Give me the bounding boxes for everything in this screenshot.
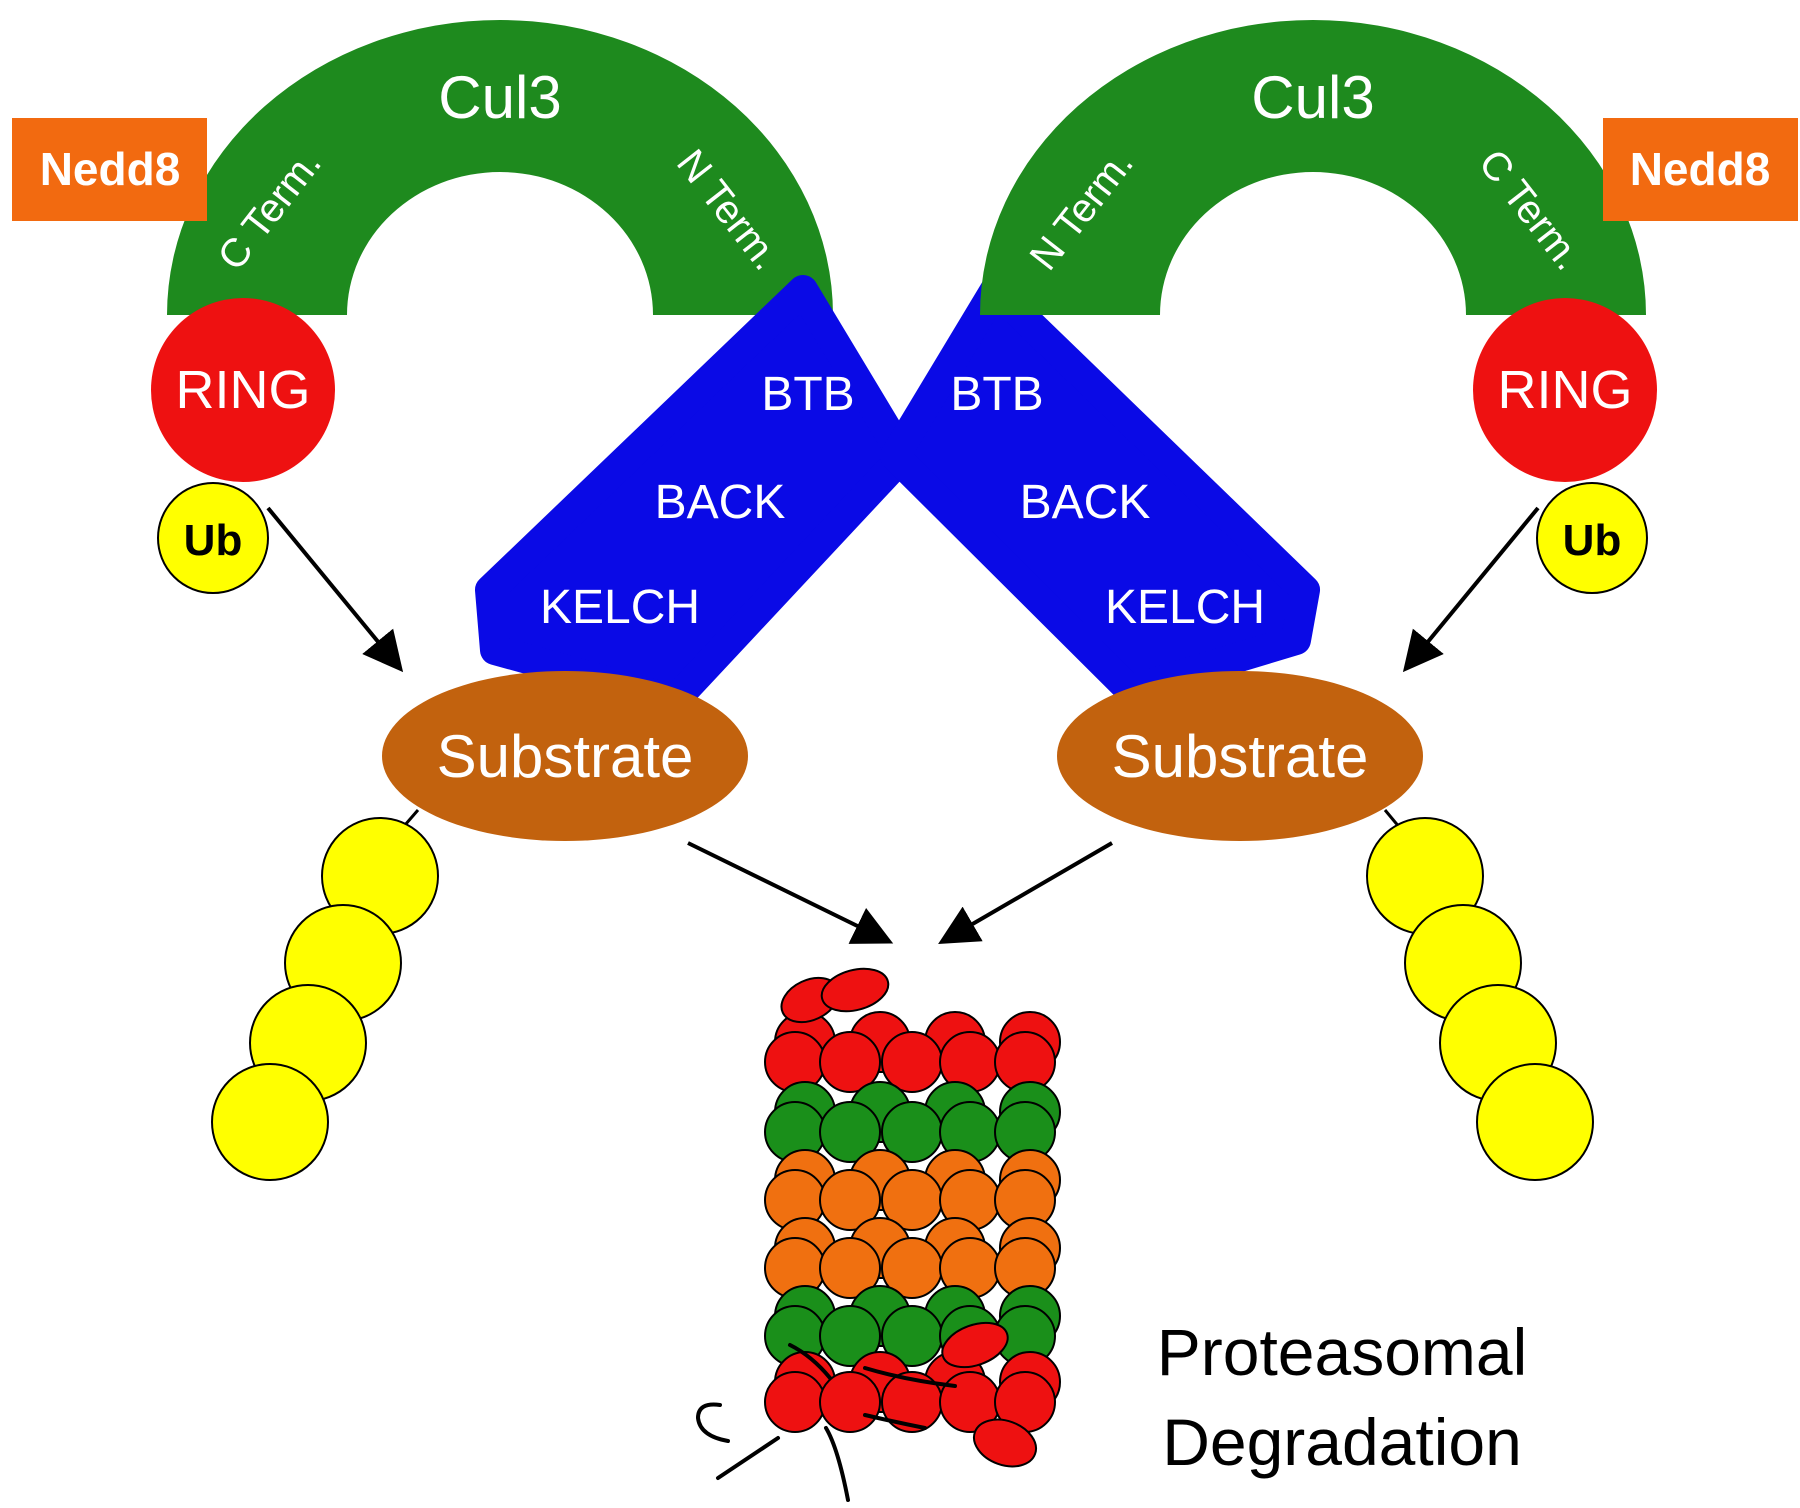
right-ring-circle bbox=[1473, 298, 1657, 482]
proteasome-alpha-ring-bottom-subunit-4 bbox=[764, 1371, 826, 1433]
left-kelch-label: KELCH bbox=[540, 581, 700, 634]
right-complex: Cul3 N Term. C Term. Nedd8 RING Ub BTB B… bbox=[880, 20, 1798, 1181]
left-substrate-ellipse bbox=[382, 671, 748, 841]
right-ubiquitin-chain bbox=[1366, 809, 1594, 1181]
proteasome-inner-ring-bottom-subunit-5 bbox=[819, 1237, 881, 1299]
proteasome-alpha-ring-top-subunit-6 bbox=[881, 1031, 943, 1093]
right-cul3-arch bbox=[980, 20, 1646, 315]
left-chain-ub-4 bbox=[211, 1063, 329, 1181]
right-adaptor-shape bbox=[880, 275, 1320, 705]
right-ring-label: RING bbox=[1498, 360, 1633, 420]
right-ub-to-substrate-arrow bbox=[1402, 506, 1540, 673]
peptide-fragment-3 bbox=[695, 1402, 730, 1443]
right-btb-label: BTB bbox=[950, 368, 1043, 421]
right-cul3-label: Cul3 bbox=[1251, 64, 1374, 131]
left-nedd8-box bbox=[12, 118, 207, 221]
left-substrate-label: Substrate bbox=[437, 723, 694, 790]
proteasome-bottom-lobe-2 bbox=[941, 1321, 1009, 1369]
right-ub-label: Ub bbox=[1563, 516, 1622, 565]
peptide-fragment-5 bbox=[824, 1426, 850, 1502]
proteasome-beta-ring-bottom-subunit-5 bbox=[819, 1305, 881, 1367]
right-nedd8-label: Nedd8 bbox=[1630, 143, 1771, 195]
left-ub-circle bbox=[157, 482, 269, 594]
left-ub-to-substrate-arrow bbox=[266, 506, 404, 673]
left-btb-label: BTB bbox=[761, 368, 854, 421]
proteasome-alpha-ring-bottom-subunit-5 bbox=[819, 1371, 881, 1433]
left-ring-label: RING bbox=[176, 360, 311, 420]
peptide-fragment-1 bbox=[788, 1343, 832, 1380]
right-back-label: BACK bbox=[1020, 476, 1151, 529]
proteasome-inner-ring-top-subunit-5 bbox=[819, 1169, 881, 1231]
outcome-line1: Proteasomal bbox=[1157, 1315, 1528, 1389]
right-ub-circle bbox=[1536, 482, 1648, 594]
right-kelch-label: KELCH bbox=[1105, 581, 1265, 634]
peptide-fragment-6 bbox=[863, 1413, 927, 1430]
left-substrate-to-proteasome-arrow bbox=[687, 841, 894, 944]
right-chain-ub-4 bbox=[1476, 1063, 1594, 1181]
right-substrate-ellipse bbox=[1057, 671, 1423, 841]
peptide-fragments bbox=[695, 1343, 957, 1502]
proteasome-alpha-ring-top-subunit-5 bbox=[819, 1031, 881, 1093]
left-ub-label: Ub bbox=[184, 516, 243, 565]
left-back-label: BACK bbox=[655, 476, 786, 529]
left-cul3-arch bbox=[167, 20, 833, 315]
right-nedd8-box bbox=[1603, 118, 1798, 221]
peptide-fragment-4 bbox=[716, 1436, 780, 1480]
left-ring-circle bbox=[151, 298, 335, 482]
left-complex: Cul3 C Term. N Term. Nedd8 RING Ub BTB B… bbox=[12, 20, 918, 1181]
peptide-fragment-2 bbox=[863, 1366, 957, 1388]
proteasome-beta-ring-top-subunit-5 bbox=[819, 1101, 881, 1163]
left-ubiquitin-chain bbox=[211, 809, 439, 1181]
proteasome-bottom-lobe-1 bbox=[973, 1418, 1037, 1468]
left-nedd8-label: Nedd8 bbox=[40, 143, 181, 195]
left-cul3-label: Cul3 bbox=[438, 64, 561, 131]
right-substrate-label: Substrate bbox=[1112, 723, 1369, 790]
right-substrate-to-proteasome-arrow bbox=[938, 841, 1114, 945]
proteasome bbox=[764, 967, 1061, 1468]
outcome-line2: Degradation bbox=[1162, 1405, 1522, 1479]
proteasome-top-lobe-2 bbox=[820, 967, 890, 1013]
